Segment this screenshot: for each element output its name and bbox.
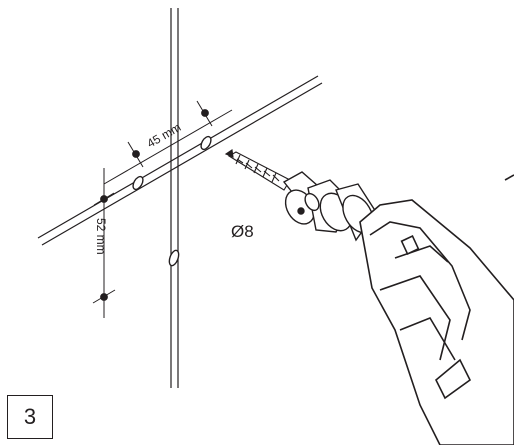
vertical-marking-line <box>170 8 179 388</box>
dimension-52mm <box>92 168 116 318</box>
hole-left <box>132 175 144 191</box>
hole-lower <box>168 249 180 267</box>
drill-hole-marks <box>132 135 212 267</box>
drill-chuck <box>282 171 377 242</box>
hole-top-right <box>200 135 212 151</box>
dimension-45mm <box>103 100 233 196</box>
drill-bit-diameter-label: Ø8 <box>231 222 254 241</box>
horizontal-marking-line <box>37 75 323 246</box>
dimension-label-52mm: 52 mm <box>94 218 108 255</box>
drill-bit <box>224 149 291 191</box>
step-number-box: 3 <box>7 395 53 439</box>
drill-body <box>359 174 514 445</box>
